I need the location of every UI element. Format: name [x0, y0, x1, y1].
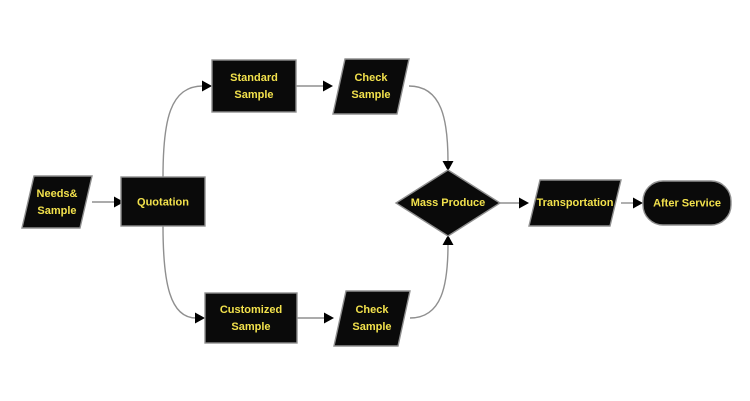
node-transportation[interactable]: Transportation: [528, 179, 622, 227]
node-needs-sample[interactable]: Needs& Sample: [21, 175, 93, 229]
node-standard-sample[interactable]: Standard Sample: [211, 59, 297, 113]
node-mass-produce[interactable]: Mass Produce: [394, 169, 502, 237]
edge-transportation-to-after-service: [621, 197, 643, 209]
node-check-sample-bottom[interactable]: Check Sample: [333, 290, 411, 347]
edge-quotation-to-customized: [162, 225, 205, 324]
edge-standard-to-check-top: [296, 80, 333, 92]
node-quotation[interactable]: Quotation: [120, 176, 206, 227]
node-check-sample-top[interactable]: Check Sample: [332, 58, 410, 115]
edge-customized-to-check-bottom: [297, 312, 334, 324]
node-after-service[interactable]: After Service: [642, 180, 732, 226]
edge-check-bottom-to-mass: [409, 235, 454, 319]
edge-needs-to-quotation: [92, 196, 124, 208]
edge-quotation-to-standard: [162, 80, 212, 178]
edge-mass-to-transportation: [500, 197, 529, 209]
node-customized-sample[interactable]: Customized Sample: [204, 292, 298, 344]
edge-check-top-to-mass: [408, 85, 454, 171]
